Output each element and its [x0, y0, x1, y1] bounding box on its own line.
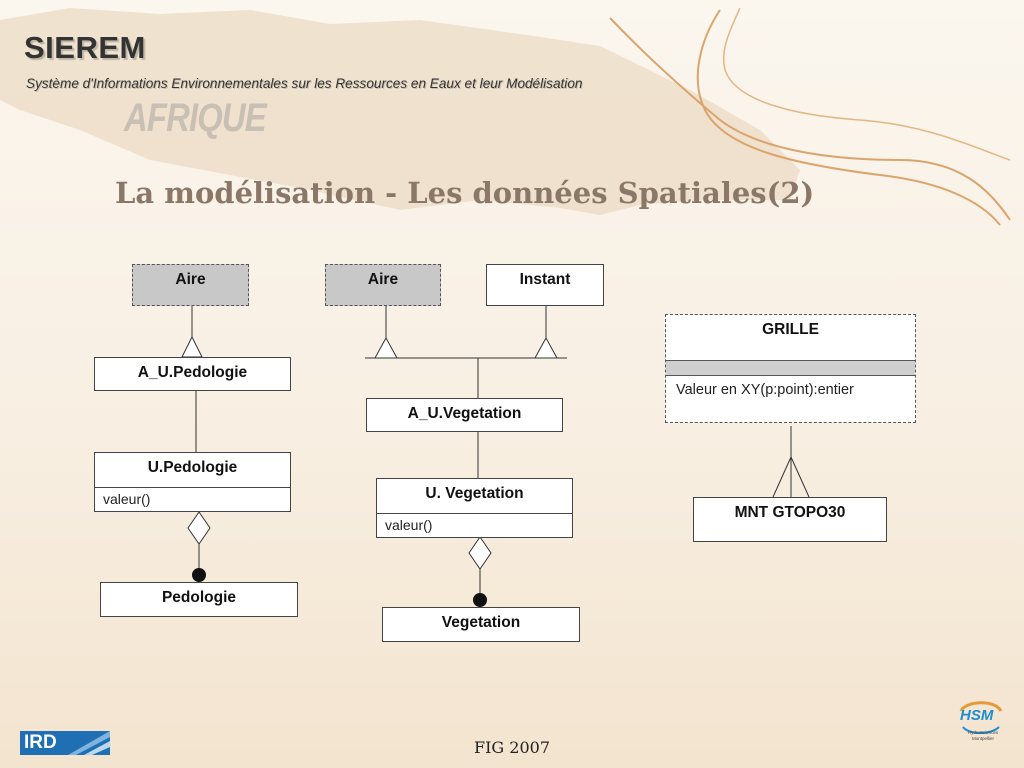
u-pedologie-label: U.Pedologie — [147, 459, 238, 476]
mnt-gtopo30-box: MNT GTOPO30 — [693, 497, 887, 542]
vegetation-label: Vegetation — [441, 614, 521, 631]
inheritance-triangle-aire-vegetation — [374, 336, 398, 359]
inheritance-triangle-pedologie — [181, 335, 203, 358]
header-subtitle: Système d'Informations Environnementales… — [26, 76, 583, 91]
composition-dot-vegetation — [473, 593, 487, 607]
mnt-gtopo30-label: MNT GTOPO30 — [734, 504, 846, 521]
pedologie-label: Pedologie — [161, 589, 237, 606]
aire-vegetation-box: Aire — [325, 264, 441, 306]
u-vegetation-box: U. Vegetation valeur() — [376, 478, 573, 538]
river-curve-1 — [609, 17, 1011, 221]
river-curve-3 — [722, 7, 1011, 161]
au-vegetation-box: A_U.Vegetation — [366, 398, 563, 432]
aire-pedologie-label: Aire — [175, 271, 206, 288]
river-curve-2 — [696, 9, 1001, 226]
au-pedologie-label: A_U.Pedologie — [137, 364, 248, 381]
grille-label: GRILLE — [762, 321, 819, 338]
africa-map-shape — [0, 8, 800, 215]
u-pedologie-operation: valeur() — [95, 487, 290, 512]
au-vegetation-label: A_U.Vegetation — [407, 405, 522, 422]
u-vegetation-label: U. Vegetation — [425, 485, 524, 502]
pedologie-box: Pedologie — [100, 582, 298, 617]
u-pedologie-box: U.Pedologie valeur() — [94, 452, 291, 512]
composition-dot-pedologie — [192, 568, 206, 582]
grille-attribute: Valeur en XY(p:point):entier — [676, 382, 854, 398]
inheritance-triangle-instant-vegetation — [534, 336, 558, 359]
aire-vegetation-label: Aire — [367, 271, 399, 288]
grille-box: GRILLE Valeur en XY(p:point):entier — [665, 314, 916, 423]
slide-title: La modélisation - Les données Spatiales(… — [115, 176, 815, 210]
footer-text: FIG 2007 — [474, 738, 551, 757]
ird-logo: IRD — [20, 731, 110, 755]
header-region: AFRIQUE — [124, 96, 267, 140]
aire-pedologie-box: Aire — [132, 264, 249, 306]
vegetation-box: Vegetation — [382, 607, 580, 642]
aggregation-diamond-pedologie — [187, 511, 211, 545]
header-title: SIEREM — [24, 30, 146, 65]
u-vegetation-operation: valeur() — [377, 513, 572, 538]
hsm-logo-text: HSM — [960, 707, 994, 724]
hsm-logo: HSM HydroSciences Montpellier — [955, 697, 1005, 749]
hsm-logo-graphic — [959, 701, 1003, 734]
instant-label: Instant — [519, 271, 571, 288]
grille-attribute-separator — [666, 360, 915, 376]
instant-box: Instant — [486, 264, 604, 306]
aggregation-diamond-vegetation — [468, 536, 492, 570]
hsm-logo-subtitle: HydroSciences Montpellier — [967, 730, 999, 741]
au-pedologie-box: A_U.Pedologie — [94, 357, 291, 391]
ird-logo-text: IRD — [24, 732, 57, 753]
ird-logo-graphic — [20, 731, 110, 755]
